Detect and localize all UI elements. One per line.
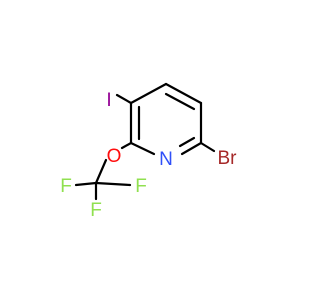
nitrogen-label: N bbox=[159, 149, 173, 170]
bond-c4-c5 bbox=[164, 82, 203, 105]
bond-c6-n-inner bbox=[178, 136, 196, 148]
atom-labels: I N Br O F F F bbox=[60, 90, 237, 221]
molecule-diagram: I N Br O F F F bbox=[60, 82, 237, 221]
bond-c4-c5-inner bbox=[164, 92, 196, 111]
bond-c2-o bbox=[120, 141, 133, 150]
fluorine-right-label: F bbox=[135, 176, 147, 197]
bond-c-f-left bbox=[74, 181, 98, 187]
bond-c3-c4 bbox=[129, 82, 168, 105]
molecule-structure: I N Br O F F F bbox=[60, 82, 237, 221]
oxygen-label: O bbox=[107, 146, 122, 167]
iodine-label: I bbox=[106, 90, 111, 111]
bond-c6-n bbox=[180, 141, 203, 156]
fluorine-top-label: F bbox=[90, 200, 102, 221]
bond-o-c bbox=[94, 158, 108, 185]
bond-c6-br bbox=[199, 141, 216, 153]
bonds bbox=[74, 82, 216, 201]
fluorine-left-label: F bbox=[60, 176, 72, 197]
bromine-label: Br bbox=[218, 148, 238, 169]
bond-c3-i bbox=[115, 93, 133, 105]
bond-c-f-right bbox=[94, 181, 132, 187]
bond-n-c2 bbox=[129, 141, 156, 156]
